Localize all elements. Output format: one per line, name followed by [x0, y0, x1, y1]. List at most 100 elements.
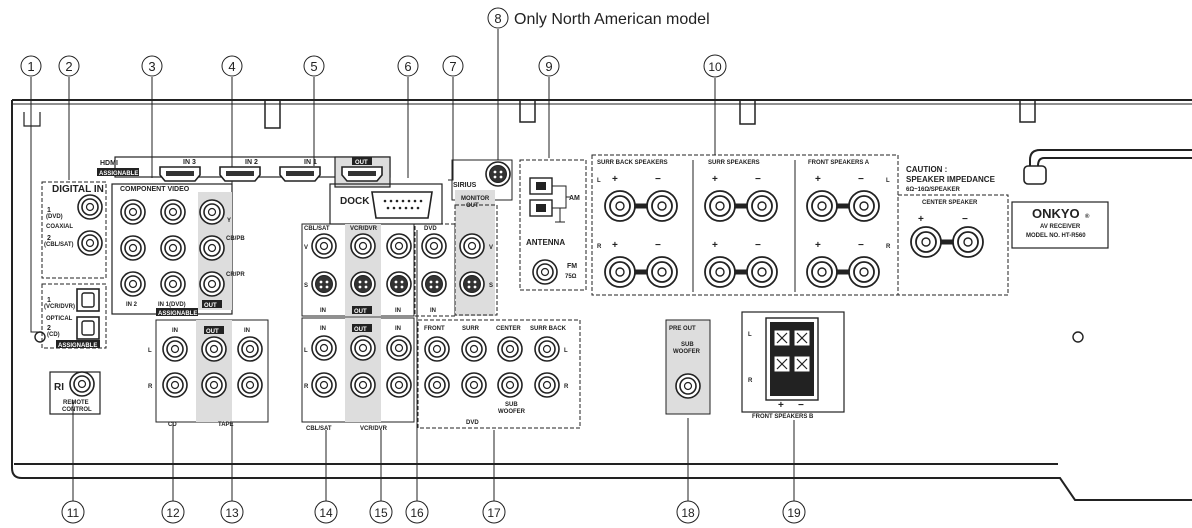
component-video-section: COMPONENT VIDEO Y CB/PB CR/PR IN 2 IN 1(… [111, 183, 245, 317]
fa-l-plus-post [806, 190, 838, 222]
cbl-sat-video-in [311, 233, 337, 259]
optical-2-port [76, 316, 100, 340]
dvd-sub-label: SUB [505, 402, 518, 408]
cbl-sat-svideo-in [311, 271, 337, 297]
coaxial-1-jack [77, 194, 103, 220]
dock-section: DOCK [329, 183, 443, 225]
callout-2 [58, 55, 80, 77]
coax1-sub: (DVD) [46, 214, 63, 220]
video-cbl-in-label: IN [320, 308, 326, 314]
fa-l-minus-post [848, 190, 880, 222]
s-l-plus-post [704, 190, 736, 222]
dvd-front-l [424, 336, 450, 362]
fm-antenna-jack [532, 259, 558, 285]
audio-vcr-in: IN [395, 326, 401, 332]
opt2-label: 2 [47, 325, 51, 332]
s-plus: + [712, 174, 718, 185]
caution-label: CAUTION : SPEAKER IMPEDANCE 6Ω~16Ω/SPEAK… [906, 165, 996, 193]
callout-num: 13 [225, 506, 239, 520]
sb-minus: − [655, 174, 661, 185]
callout-num: 1 [27, 59, 34, 74]
fa-r-minus-post [848, 256, 880, 288]
s-l-minus-post [746, 190, 778, 222]
s-plus-2: + [712, 240, 718, 251]
callout-num: 8 [494, 11, 501, 26]
optical-label: OPTICAL [46, 316, 73, 322]
sirius-jack [485, 161, 511, 187]
dvd-surr-r [461, 372, 487, 398]
caution-title: CAUTION : [906, 165, 947, 174]
callout-5 [303, 55, 325, 77]
video-vcr-in-label: IN [395, 308, 401, 314]
speaker-section: SURR BACK SPEAKERS SURR SPEAKERS FRONT S… [591, 154, 1009, 296]
callout-num: 6 [404, 59, 411, 74]
sb-l-minus-post [646, 190, 678, 222]
dock-label: DOCK [340, 196, 370, 207]
front-b-plus: + [778, 400, 784, 411]
component-in1-y [160, 199, 186, 225]
preout-sub: SUB [681, 342, 694, 348]
dvd-surr-l [461, 336, 487, 362]
callout-3 [141, 55, 163, 77]
chassis-tab [1019, 100, 1036, 123]
callout-4 [221, 55, 243, 77]
component-title: COMPONENT VIDEO [120, 186, 190, 193]
fa-r: R [886, 244, 891, 250]
component-in2-y [120, 199, 146, 225]
callout-6 [397, 55, 419, 77]
s-minus-2: − [755, 240, 761, 251]
coaxial-label: COAXIAL [46, 224, 73, 230]
component-assignable: ASSIGNABLE [158, 311, 197, 317]
dvd-surr-back-r [534, 372, 560, 398]
component-out-label: OUT [204, 303, 217, 309]
coax2-sub: (CBL/SAT) [44, 242, 74, 248]
video-s-label: S [304, 283, 308, 289]
remote-control-section: RI REMOTE CONTROL [49, 371, 101, 415]
dvd-center-label: CENTER [496, 326, 521, 332]
note-text: Only North American model [514, 11, 710, 28]
c-minus: − [962, 214, 968, 225]
screw-hole [1072, 331, 1084, 343]
s-minus: − [755, 174, 761, 185]
dvd-multichannel-section: FRONT SURR CENTER SURR BACK L R SUB WOOF… [417, 319, 581, 429]
cd-r: R [148, 384, 153, 390]
tape-out-r [201, 372, 227, 398]
fa-r-plus-post [806, 256, 838, 288]
callout-num: 18 [681, 506, 695, 520]
component-in1-label: IN 1(DVD) [158, 302, 186, 308]
cd-audio-r [162, 372, 188, 398]
callout-8 [487, 7, 509, 29]
tape-in-l [237, 336, 263, 362]
callout-num: 15 [374, 506, 388, 520]
brand-line1: AV RECEIVER [1040, 224, 1081, 230]
caution-line3: 6Ω~16Ω/SPEAKER [906, 187, 960, 193]
front-b-title: FRONT SPEAKERS B [752, 414, 814, 420]
opt2-sub: (CD) [47, 332, 60, 338]
antenna-title: ANTENNA [526, 238, 565, 247]
callout-num: 17 [487, 506, 501, 520]
tape-label: TAPE [218, 422, 234, 428]
dvd-front-label: FRONT [424, 326, 445, 332]
hdmi-section: HDMI ASSIGNABLE IN 3 IN 2 IN 1 OUT [97, 156, 391, 188]
video-vcr-out-label: OUT [354, 309, 367, 315]
video-cbl-sat-title: CBL/SAT [304, 226, 330, 232]
center-plus-post [910, 226, 942, 258]
callout-num: 4 [228, 59, 235, 74]
callout-num: 14 [319, 506, 333, 520]
monitor-label: MONITOR [461, 196, 490, 202]
cd-tape-section: IN OUT IN L R CD TAPE [148, 319, 269, 428]
callout-10 [703, 54, 727, 78]
sb-r: R [597, 244, 602, 250]
component-in2-cb [120, 235, 146, 261]
cd-label: CD [168, 422, 177, 428]
callout-num: 10 [708, 60, 722, 74]
c-plus: + [918, 214, 924, 225]
hdmi-out-label: OUT [355, 160, 368, 166]
callout-1 [20, 55, 42, 77]
hdmi-in1-label: IN 1 [304, 159, 317, 166]
dvd-center [497, 336, 523, 362]
component-in2-cr [120, 271, 146, 297]
audio-l: L [304, 348, 308, 354]
audio-cbl-sat-label: CBL/SAT [306, 426, 332, 432]
